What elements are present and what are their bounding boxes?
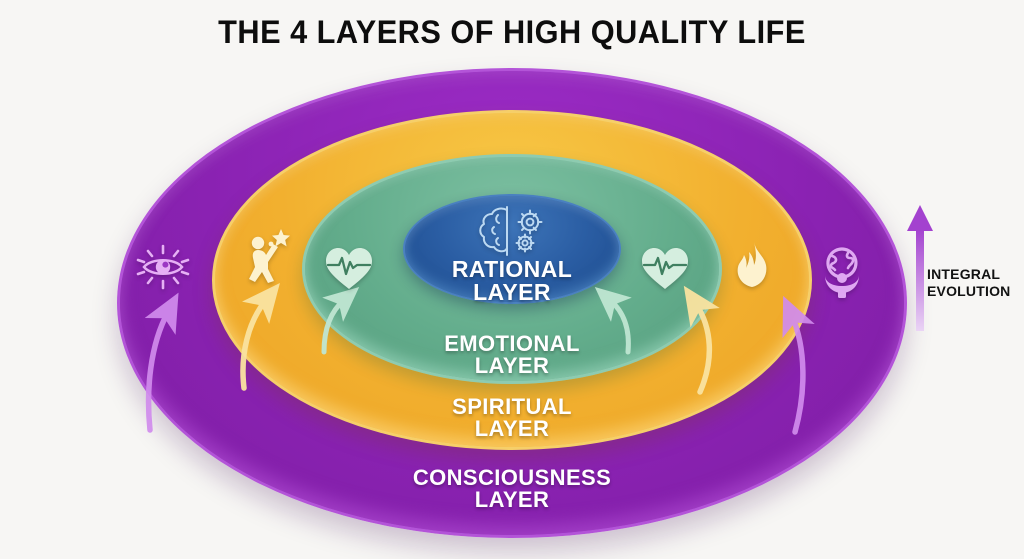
layer-label-emotional-line2: LAYER xyxy=(474,353,550,379)
up-arrow-icon xyxy=(907,205,933,331)
layer-label-rational: RATIONAL LAYER xyxy=(451,256,573,306)
integral-evolution-line2: EVOLUTION xyxy=(927,283,1011,300)
layer-label-emotional-line1: EMOTIONAL xyxy=(444,331,580,356)
layer-label-emotional: EMOTIONAL LAYER xyxy=(444,331,580,379)
heartbeat-icon xyxy=(326,248,372,289)
flame-icon xyxy=(737,242,767,287)
globe-in-hands-icon xyxy=(825,247,859,298)
eye-icon xyxy=(136,244,190,290)
integral-evolution-line1: INTEGRAL xyxy=(927,266,1001,282)
layer-label-rational-line2: LAYER xyxy=(473,279,551,306)
brain-gears-icon xyxy=(479,206,543,256)
layer-label-spiritual-line2: LAYER xyxy=(474,416,550,442)
layer-label-consciousness-line2: LAYER xyxy=(474,487,550,513)
integral-evolution-label: INTEGRAL EVOLUTION xyxy=(927,266,1024,300)
person-reaching-star-icon xyxy=(249,229,290,283)
layer-label-spiritual-line1: SPIRITUAL xyxy=(452,394,572,419)
layer-label-spiritual: SPIRITUAL LAYER xyxy=(452,394,572,442)
layer-label-rational-line1: RATIONAL xyxy=(451,256,573,282)
page-title: THE 4 LAYERS OF HIGH QUALITY LIFE xyxy=(218,14,806,50)
layer-label-consciousness: CONSCIOUSNESS LAYER xyxy=(412,465,612,513)
layer-ring-rational[interactable] xyxy=(403,194,621,304)
layer-label-consciousness-line1: CONSCIOUSNESS xyxy=(412,465,612,490)
heartbeat-icon xyxy=(642,248,688,289)
